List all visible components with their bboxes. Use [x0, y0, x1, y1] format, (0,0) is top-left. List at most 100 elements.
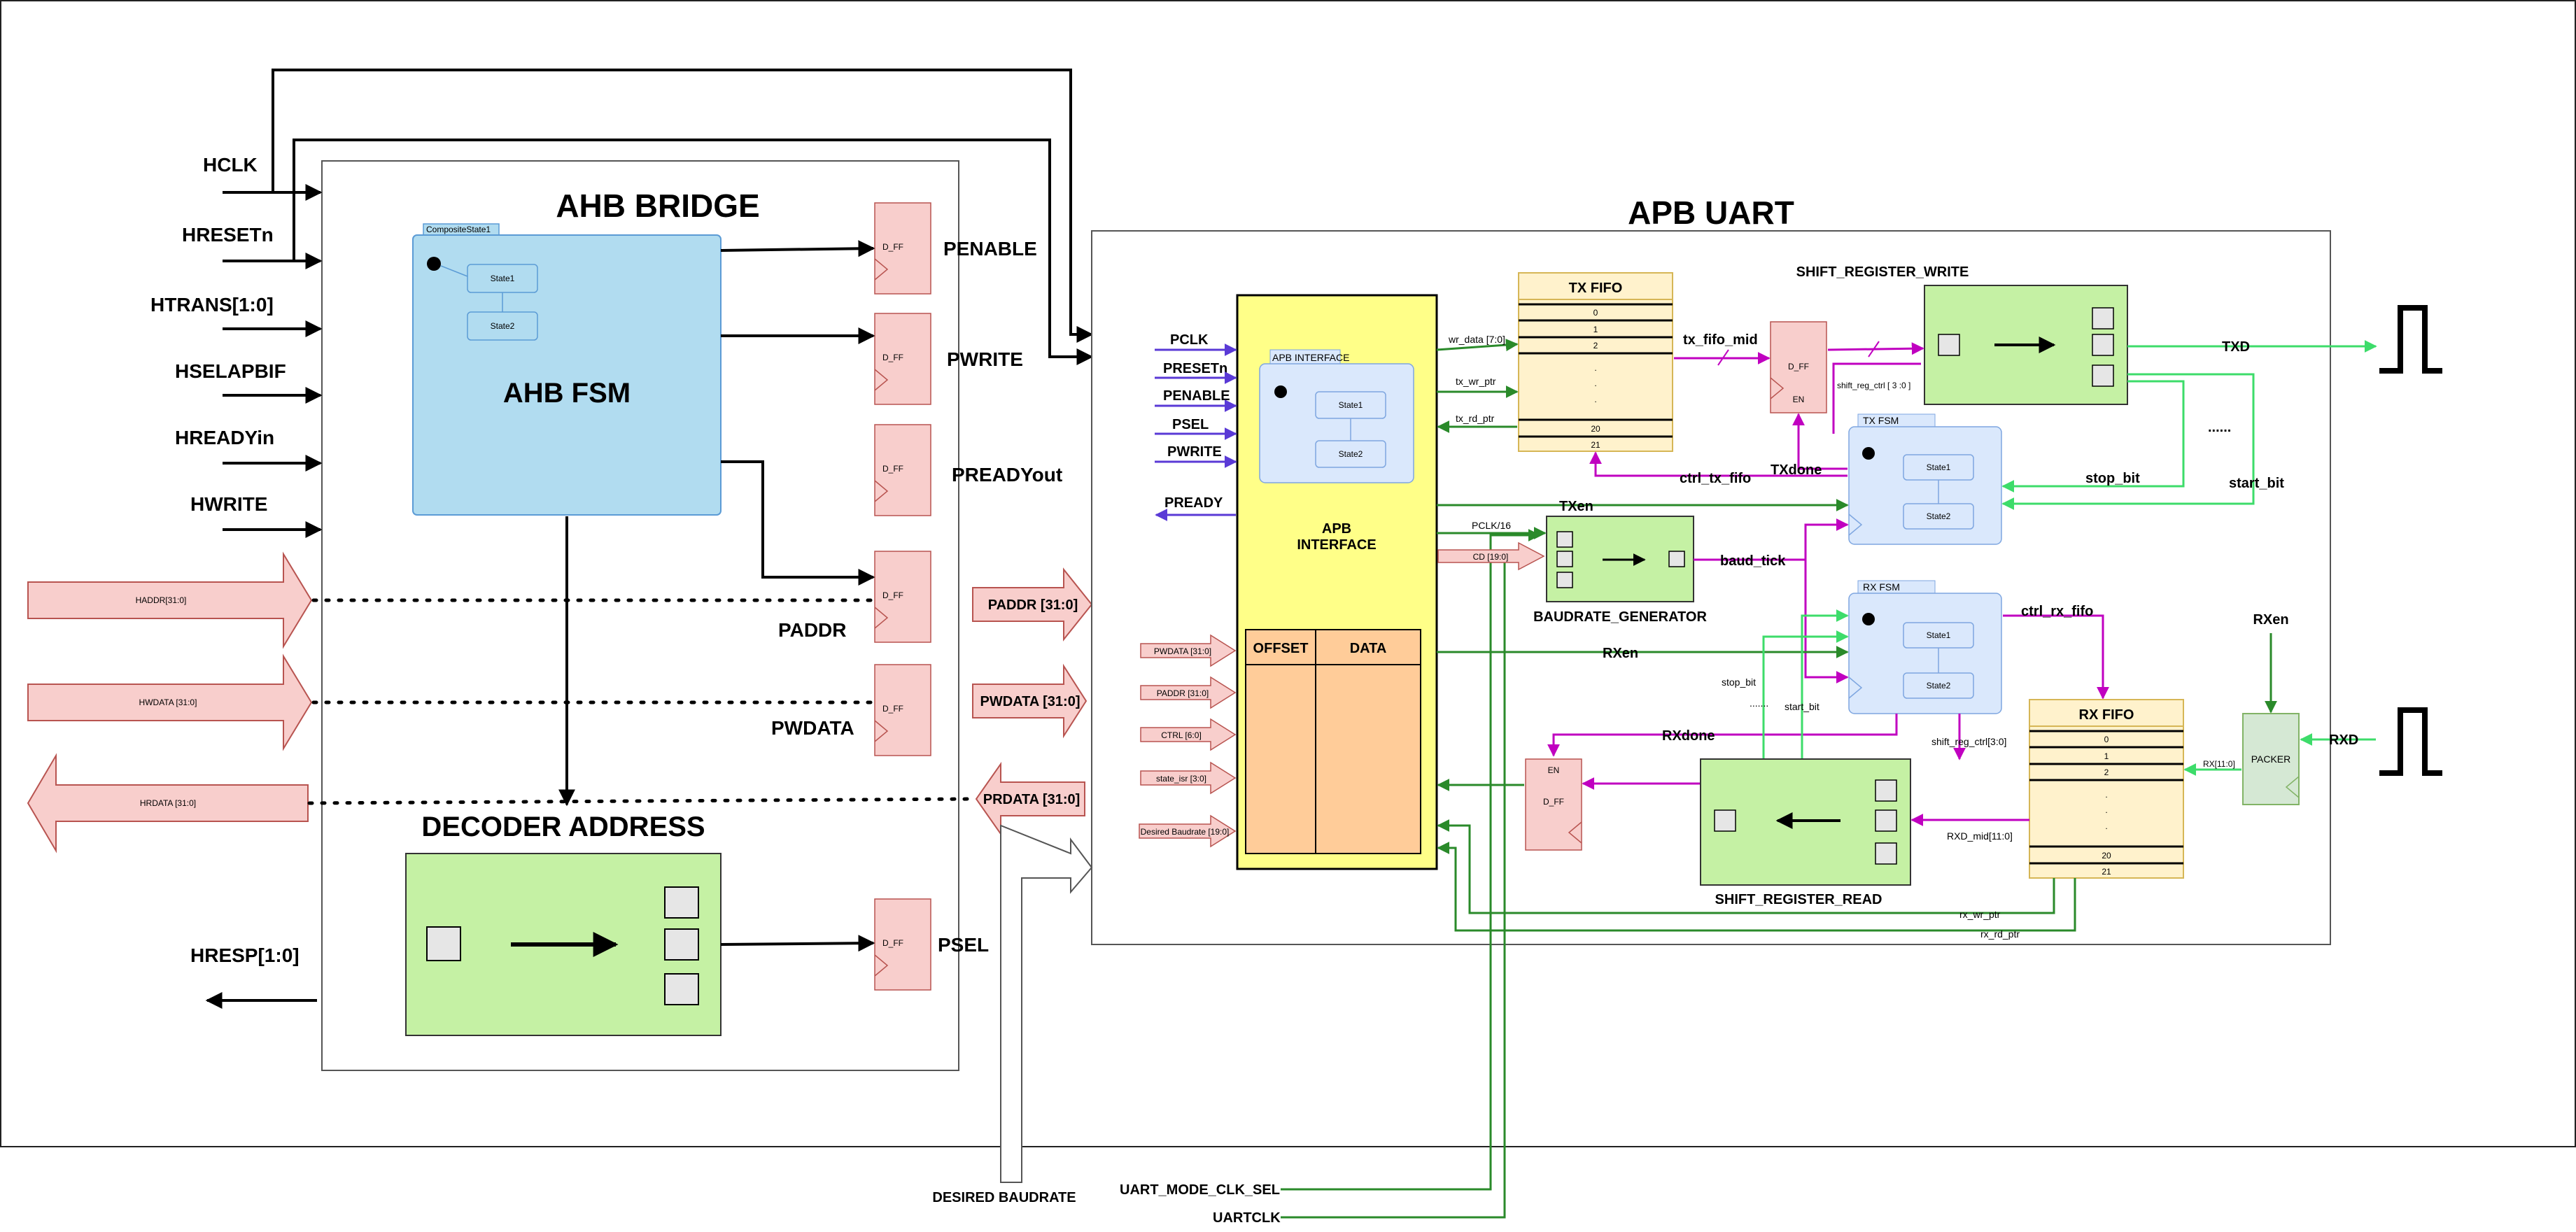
- state1-label: State1: [491, 274, 515, 283]
- ctrl-rx-fifo-line: [2003, 614, 2109, 700]
- fsm-initial-icon: [427, 257, 441, 271]
- svg-text:2: 2: [2104, 767, 2109, 777]
- hwdata-big-arrow: HWDATA [31:0]: [27, 653, 313, 751]
- start-bit-line: [2001, 373, 2255, 510]
- svg-text:D_FF: D_FF: [882, 464, 903, 474]
- baud-tick-to-rx-line: [1804, 560, 1849, 684]
- svg-text:21: 21: [2102, 867, 2111, 877]
- svg-text:D_FF: D_FF: [1543, 797, 1564, 807]
- ctrl-rx-fifo-label: ctrl_rx_fifo: [2021, 604, 2093, 619]
- hclk-label: HCLK: [203, 154, 258, 176]
- svg-text:.: .: [2105, 821, 2107, 831]
- svg-text:PREADY: PREADY: [1164, 495, 1223, 511]
- decoder-output-square-2: [664, 928, 699, 961]
- svg-text:.: .: [1594, 378, 1596, 388]
- svg-text:D_FF: D_FF: [882, 353, 903, 362]
- svg-text:0: 0: [2104, 735, 2109, 744]
- svg-text:0: 0: [1593, 308, 1598, 318]
- tx-fsm-title: TX FSM: [1863, 415, 1899, 426]
- ctrl-tx-fifo-line: [1589, 451, 1847, 477]
- baud-tick-label: baud_tick: [1720, 553, 1786, 569]
- svg-text:D_FF: D_FF: [1788, 362, 1809, 371]
- desired-baudrate-hollow-arrow: [1000, 824, 1093, 1183]
- txdone-line: [1792, 413, 1847, 470]
- tx-dots-label: ......: [2208, 420, 2231, 435]
- apb-interface-tab-label: APB INTERFACE: [1272, 352, 1349, 363]
- paddr-label: PADDR: [778, 619, 846, 641]
- svg-text:D_FF: D_FF: [882, 938, 903, 948]
- rxen-right-label: RXen: [2253, 612, 2288, 628]
- svg-text:PWDATA [31:0]: PWDATA [31:0]: [980, 694, 1081, 709]
- outer-frame: [0, 0, 2576, 1147]
- rx-start-bit-line: [1801, 609, 1849, 759]
- svg-text:2: 2: [1593, 341, 1598, 351]
- svg-text:PWRITE: PWRITE: [1167, 444, 1222, 460]
- svg-text:PCLK: PCLK: [1170, 332, 1209, 348]
- fsm-to-penable-arrow: [720, 240, 875, 257]
- svg-text:EN: EN: [1548, 765, 1560, 775]
- stop-bit-label: stop_bit: [2085, 471, 2140, 486]
- tx-dff: [1770, 321, 1827, 413]
- svg-text:Desired Baudrate [19:0]: Desired Baudrate [19:0]: [1141, 827, 1230, 837]
- start-bit-label: start_bit: [2229, 476, 2284, 491]
- svg-text:20: 20: [2102, 851, 2111, 861]
- cd-arrow: CD [19:0]: [1437, 541, 1545, 571]
- svg-text:State2: State2: [1927, 681, 1951, 691]
- svg-text:PWDATA [31:0]: PWDATA [31:0]: [1154, 646, 1211, 656]
- rx-stop-bit-line: [1762, 630, 1849, 759]
- ahb-fsm-title: AHB FSM: [503, 378, 631, 409]
- hselapbif-label: HSELAPBIF: [175, 360, 286, 382]
- apb-fsm-state2: [1315, 440, 1386, 468]
- svg-text:21: 21: [1591, 440, 1600, 450]
- rx-dots-label: .......: [1750, 698, 1768, 709]
- composite-state-label: CompositeState1: [426, 225, 491, 234]
- rx11-label: RX[11:0]: [2203, 759, 2235, 769]
- hwrite-label: HWRITE: [190, 493, 267, 515]
- offset-header: OFFSET: [1253, 641, 1309, 656]
- svg-text:State1: State1: [1927, 630, 1951, 640]
- uart-mode-clk-sel-label: UART_MODE_CLK_SEL: [1120, 1182, 1280, 1198]
- small-arrow-ctrl: CTRL [6:0]: [1140, 718, 1237, 751]
- htrans-label: HTRANS[1:0]: [150, 294, 274, 316]
- desired-baudrate-label: DESIRED BAUDRATE: [932, 1190, 1076, 1205]
- uartclk-label: UARTCLK: [1213, 1210, 1281, 1226]
- rx-start-bit-label: start_bit: [1785, 701, 1820, 712]
- baud-tick-to-tx-line: [1694, 518, 1849, 561]
- preadyout-label: PREADYout: [952, 464, 1062, 486]
- wr-data-label: wr_data [7:0]: [1448, 334, 1505, 345]
- haddr-big-arrow: HADDR[31:0]: [27, 551, 313, 649]
- ctrl-tx-fifo-label: ctrl_tx_fifo: [1680, 471, 1751, 486]
- stop-bit-line: [2001, 380, 2185, 493]
- svg-text:20: 20: [1591, 424, 1600, 434]
- data-header: DATA: [1350, 641, 1387, 656]
- ahb-bridge-title: AHB BRIDGE: [556, 187, 759, 224]
- svg-text:.: .: [1594, 395, 1596, 404]
- apb-interface-label-1: APB: [1322, 521, 1351, 537]
- svg-text:HWDATA [31:0]: HWDATA [31:0]: [139, 698, 197, 707]
- penable-label: PENABLE: [943, 238, 1037, 260]
- rxd-mid-label: RXD_mid[11:0]: [1947, 830, 2013, 842]
- decoder-to-psel-arrow: [720, 935, 875, 952]
- small-arrow-desired-baudrate: Desired Baudrate [19:0]: [1139, 814, 1237, 848]
- svg-text:State1: State1: [1339, 400, 1363, 410]
- small-arrow-state-isr: state_isr [3:0]: [1140, 761, 1237, 795]
- svg-text:PADDR [31:0]: PADDR [31:0]: [988, 597, 1078, 613]
- register-table: [1245, 629, 1421, 854]
- txd-label: TXD: [2222, 339, 2250, 355]
- fsm-init-transition: [440, 265, 468, 277]
- ahb-dff-preadyout: D_FF: [874, 424, 931, 516]
- txd-pulse-icon: [2379, 305, 2442, 374]
- pwdata-big-arrow: PWDATA [31:0]: [972, 663, 1088, 739]
- txen-label: TXen: [1559, 499, 1593, 514]
- svg-text:State2: State2: [1927, 511, 1951, 521]
- pclk16-label: PCLK/16: [1472, 520, 1511, 531]
- svg-text:State1: State1: [1927, 462, 1951, 472]
- decoder-output-square-1: [664, 886, 699, 919]
- svg-text:state_isr [3:0]: state_isr [3:0]: [1156, 774, 1206, 784]
- rx-stop-bit-label: stop_bit: [1722, 677, 1756, 688]
- rxdone-line: [1547, 714, 1898, 757]
- pwdata-label: PWDATA: [771, 717, 854, 739]
- svg-text:PADDR [31:0]: PADDR [31:0]: [1157, 688, 1209, 698]
- rx-rd-ptr-label: rx_rd_ptr: [1980, 928, 2020, 940]
